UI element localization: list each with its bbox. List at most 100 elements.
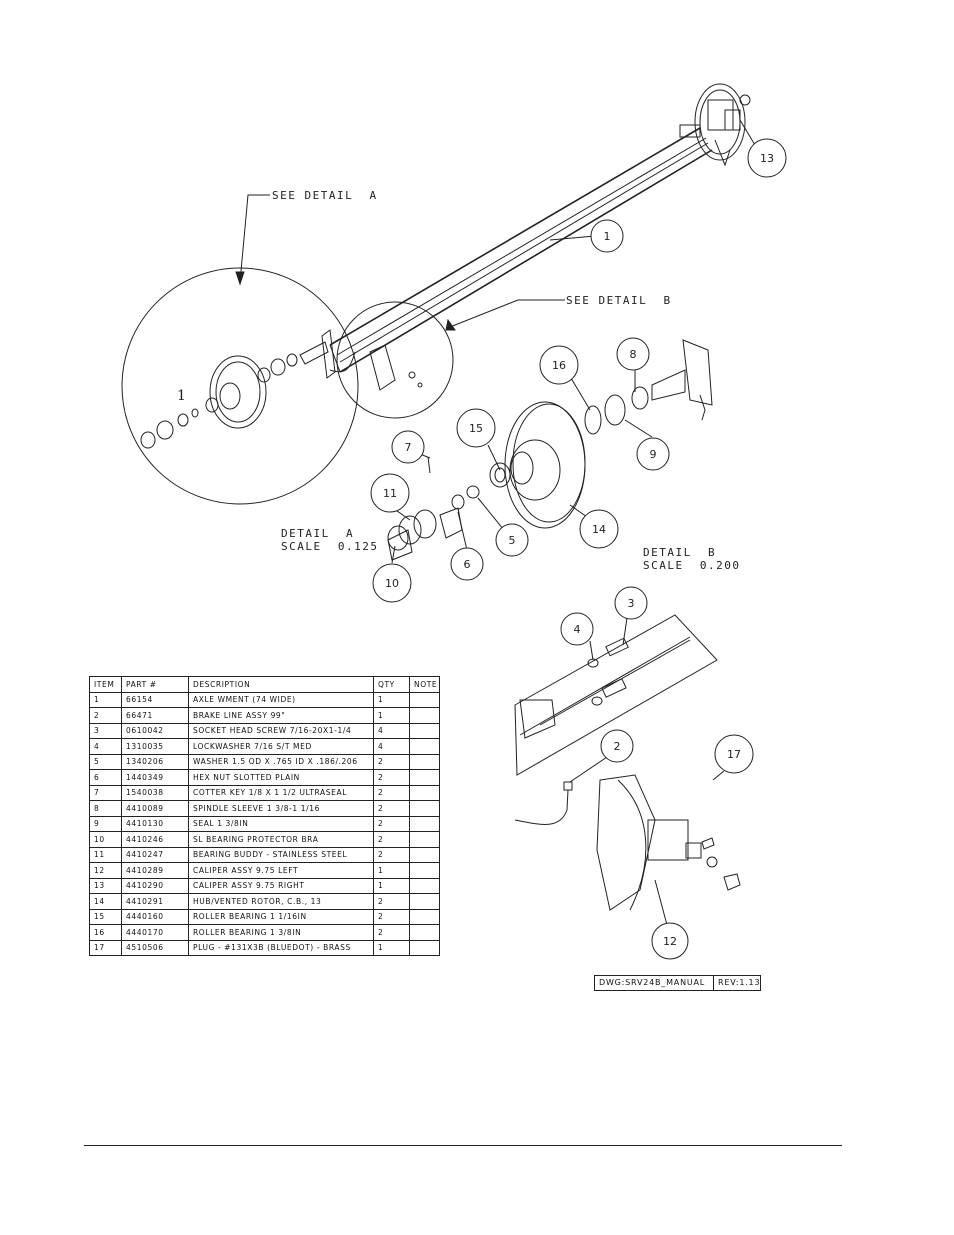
svg-text:10: 10	[385, 577, 399, 590]
cell-qty: 1	[373, 877, 410, 894]
cell-description: BEARING BUDDY - STAINLESS STEEL	[188, 846, 374, 863]
cell-note	[409, 784, 440, 801]
cell-description: SOCKET HEAD SCREW 7/16-20X1-1/4	[188, 722, 374, 739]
svg-text:16: 16	[552, 359, 566, 372]
balloon-3: 3	[614, 586, 648, 620]
cell-qty: 2	[373, 846, 410, 863]
balloon-2: 2	[600, 729, 634, 763]
cell-description: SL BEARING PROTECTOR BRA	[188, 831, 374, 848]
cell-note	[409, 722, 440, 739]
cell-item: 14	[89, 893, 122, 910]
header-description: DESCRIPTION	[188, 676, 374, 693]
balloon-12: 12	[651, 922, 689, 960]
detail-a-item-mark: 1	[177, 388, 188, 404]
cell-description: COTTER KEY 1/8 X 1 1/2 ULTRASEAL	[188, 784, 374, 801]
svg-text:2: 2	[614, 740, 621, 753]
cell-item: 2	[89, 707, 122, 724]
cell-description: AXLE WMENT (74 WIDE)	[188, 691, 374, 708]
see-detail-b-leader	[449, 299, 565, 328]
bom-header-row: ITEM PART # DESCRIPTION QTY NOTE	[89, 676, 440, 693]
detail-b-circle	[336, 301, 454, 419]
cell-part: 4410291	[121, 893, 189, 910]
svg-text:11: 11	[383, 487, 397, 500]
cell-qty: 2	[373, 769, 410, 786]
footer-rule	[84, 1145, 842, 1146]
cell-description: LOCKWASHER 7/16 S/T MED	[188, 738, 374, 755]
cell-description: PLUG - #131X3B (BLUEDOT) - BRASS	[188, 939, 374, 956]
cell-note	[409, 924, 440, 941]
see-detail-b-label: SEE DETAIL B	[566, 294, 672, 307]
cell-item: 10	[89, 831, 122, 848]
cell-part: 4440160	[121, 908, 189, 925]
axle-beam	[329, 127, 713, 373]
cell-qty: 1	[373, 862, 410, 879]
cell-description: SEAL 1 3/8IN	[188, 815, 374, 832]
cell-item: 12	[89, 862, 122, 879]
cell-description: SPINDLE SLEEVE 1 3/8-1 1/16	[188, 800, 374, 817]
detail-a-scale: SCALE 0.125	[281, 540, 379, 553]
svg-text:12: 12	[663, 935, 677, 948]
cell-note	[409, 939, 440, 956]
cell-description: HEX NUT SLOTTED PLAIN	[188, 769, 374, 786]
cell-item: 8	[89, 800, 122, 817]
cell-part: 1540038	[121, 784, 189, 801]
cell-part: 1340206	[121, 753, 189, 770]
cell-qty: 1	[373, 939, 410, 956]
balloon-4: 4	[560, 612, 594, 646]
cell-qty: 2	[373, 815, 410, 832]
svg-text:14: 14	[592, 523, 606, 536]
balloon-8: 8	[616, 337, 650, 371]
detail-a-title: DETAIL A	[281, 527, 355, 540]
cell-qty: 4	[373, 738, 410, 755]
cell-item: 17	[89, 939, 122, 956]
header-note: NOTE	[409, 676, 440, 693]
cell-item: 11	[89, 846, 122, 863]
balloon-14: 14	[579, 509, 619, 549]
balloon-1: 1	[590, 219, 624, 253]
cell-part: 4440170	[121, 924, 189, 941]
svg-text:15: 15	[469, 422, 483, 435]
cell-part: 4410247	[121, 846, 189, 863]
svg-text:8: 8	[630, 348, 637, 361]
balloon-17: 17	[714, 734, 754, 774]
detail-a-parts	[140, 329, 423, 449]
cell-note	[409, 831, 440, 848]
cell-qty: 4	[373, 722, 410, 739]
see-detail-a-leader	[239, 194, 270, 283]
svg-text:17: 17	[727, 748, 741, 761]
cell-part: 66154	[121, 691, 189, 708]
cell-item: 13	[89, 877, 122, 894]
cell-item: 1	[89, 691, 122, 708]
balloon-11: 11	[370, 473, 410, 513]
balloon-16: 16	[539, 345, 579, 385]
cell-note	[409, 738, 440, 755]
cell-part: 4410089	[121, 800, 189, 817]
drawing-number: DWG:SRV24B_MANUAL	[599, 978, 706, 987]
cell-item: 9	[89, 815, 122, 832]
cell-part: 4410290	[121, 877, 189, 894]
balloon-7: 7	[391, 430, 425, 464]
balloon-5: 5	[495, 523, 529, 557]
detail-b-title: DETAIL B	[643, 546, 717, 559]
svg-text:7: 7	[405, 441, 412, 454]
item-balloons: 1 2 3 4 5 6 7 8 9 10 11 12 13 14 15 16 1…	[370, 138, 787, 960]
cell-description: HUB/VENTED ROTOR, C.B., 13	[188, 893, 374, 910]
cell-note	[409, 877, 440, 894]
cell-note	[409, 691, 440, 708]
cell-description: CALIPER ASSY 9.75 LEFT	[188, 862, 374, 879]
cell-qty: 1	[373, 707, 410, 724]
cell-qty: 2	[373, 753, 410, 770]
cell-description: ROLLER BEARING 1 3/8IN	[188, 924, 374, 941]
detail-b-parts	[387, 339, 713, 561]
svg-text:13: 13	[760, 152, 774, 165]
see-detail-a-label: SEE DETAIL A	[272, 189, 378, 202]
